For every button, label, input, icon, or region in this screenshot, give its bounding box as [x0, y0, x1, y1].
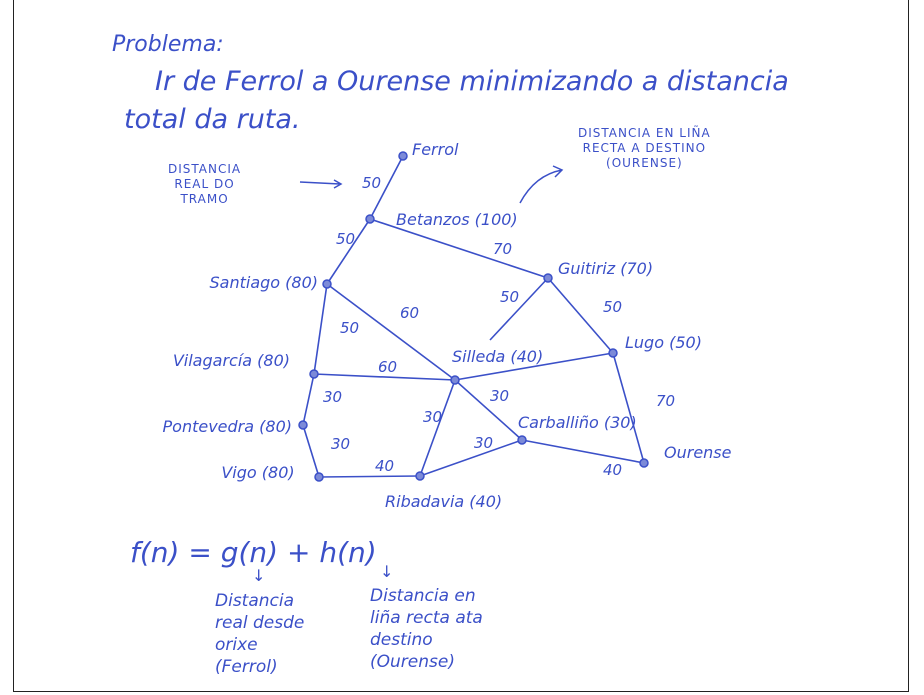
- arrow-down-icon: ↓: [380, 562, 394, 581]
- edge-weight: 70: [493, 240, 512, 258]
- node-label-ourense: Ourense: [664, 443, 732, 462]
- node-guitiriz: [543, 273, 553, 283]
- edge-silleda-carballino: [454, 379, 523, 441]
- note-line: DISTANCIA EN LIÑA: [578, 126, 711, 140]
- note-line: (OURENSE): [606, 156, 683, 170]
- edge-guitiriz-lugo: [547, 277, 614, 354]
- node-betanzos: [365, 214, 375, 224]
- edge-ferrol-betanzos: [369, 155, 404, 220]
- edge-weight: 30: [474, 434, 493, 452]
- problem-heading: Problema:: [112, 32, 224, 57]
- edge-weight: 30: [331, 435, 350, 453]
- node-santiago: [322, 279, 332, 289]
- node-label-guitiriz: Guitiriz (70): [558, 259, 653, 278]
- node-label-vigo: Vigo (80): [221, 463, 294, 482]
- edge-weight: 50: [500, 288, 519, 306]
- edge-weight: 30: [423, 408, 442, 426]
- edge-ribadavia-carballino: [419, 439, 523, 477]
- arrow-icon: [519, 165, 564, 204]
- node-label-vilagarcia: Vilagarcía (80): [173, 351, 290, 370]
- node-label-pontevedra: Pontevedra (80): [163, 417, 292, 436]
- edge-weight: 40: [603, 461, 622, 479]
- edge-weight: 50: [336, 230, 355, 248]
- edge-weight: 60: [400, 304, 419, 322]
- node-ribadavia: [415, 471, 425, 481]
- edge-weight: 70: [656, 392, 675, 410]
- edge-betanzos-guitiriz: [369, 218, 549, 279]
- note-line: (Ourense): [370, 652, 455, 672]
- node-label-carballino: Carballiño (30): [518, 413, 637, 432]
- edge-vilagarcia-silleda: [313, 373, 456, 381]
- g-note: Distancia real desde orixe (Ferrol): [215, 590, 304, 678]
- node-vigo: [314, 472, 324, 482]
- edge-weight: 60: [378, 358, 397, 376]
- heuristic-formula: f(n) = g(n) + h(n): [130, 536, 377, 569]
- note-line: destino: [370, 630, 433, 650]
- note-line: orixe: [215, 635, 258, 655]
- real-distance-note: DISTANCIA REAL DO TRAMO: [168, 162, 241, 207]
- node-pontevedra: [298, 420, 308, 430]
- arrow-icon: [299, 179, 343, 189]
- node-ourense: [639, 458, 649, 468]
- edge-weight: 40: [375, 457, 394, 475]
- node-label-santiago: Santiago (80): [210, 273, 319, 292]
- problem-line-2: total da ruta.: [124, 104, 301, 135]
- arrow-down-icon: ↓: [252, 566, 266, 585]
- note-line: Distancia en: [370, 586, 476, 606]
- edge-weight: 50: [362, 174, 381, 192]
- note-line: REAL DO: [174, 177, 235, 191]
- node-ferrol: [398, 151, 408, 161]
- problem-line-1: Ir de Ferrol a Ourense minimizando a dis…: [155, 66, 789, 97]
- edge-santiago-silleda: [326, 283, 456, 381]
- note-line: TRAMO: [180, 192, 229, 206]
- note-line: Distancia: [215, 591, 295, 611]
- note-line: liña recta ata: [370, 608, 483, 628]
- edge-betanzos-santiago: [326, 218, 371, 285]
- edge-weight: 30: [490, 387, 509, 405]
- node-label-ribadavia: Ribadavia (40): [385, 492, 502, 511]
- node-label-lugo: Lugo (50): [625, 333, 702, 352]
- edge-weight: 50: [340, 319, 359, 337]
- edge-silleda-lugo: [454, 352, 614, 381]
- edge-weight: 50: [603, 298, 622, 316]
- note-line: real desde: [215, 613, 305, 633]
- edge-lugo-ourense: [612, 352, 645, 464]
- node-vilagarcia: [309, 369, 319, 379]
- node-label-betanzos: Betanzos (100): [396, 210, 518, 229]
- note-line: DISTANCIA: [168, 162, 242, 176]
- node-carballino: [517, 435, 527, 445]
- edge-guitiriz-silleda: [489, 277, 549, 341]
- edge-santiago-vilagarcia: [313, 283, 328, 375]
- edge-weight: 30: [323, 388, 342, 406]
- edge-carballino-ourense: [521, 439, 645, 464]
- node-silleda: [450, 375, 460, 385]
- note-line: RECTA A DESTINO: [582, 141, 707, 155]
- edge-silleda-ribadavia: [419, 379, 456, 477]
- node-lugo: [608, 348, 618, 358]
- h-note: Distancia en liña recta ata destino (Our…: [370, 585, 483, 673]
- node-label-ferrol: Ferrol: [412, 140, 459, 159]
- note-line: (Ferrol): [215, 657, 278, 677]
- page-frame: [13, 0, 909, 692]
- straight-distance-note: DISTANCIA EN LIÑA RECTA A DESTINO (OUREN…: [578, 126, 711, 171]
- edge-vilagarcia-pontevedra: [302, 373, 315, 426]
- node-label-silleda: Silleda (40): [452, 347, 543, 366]
- edge-vigo-ribadavia: [318, 475, 421, 478]
- edge-pontevedra-vigo: [302, 424, 320, 478]
